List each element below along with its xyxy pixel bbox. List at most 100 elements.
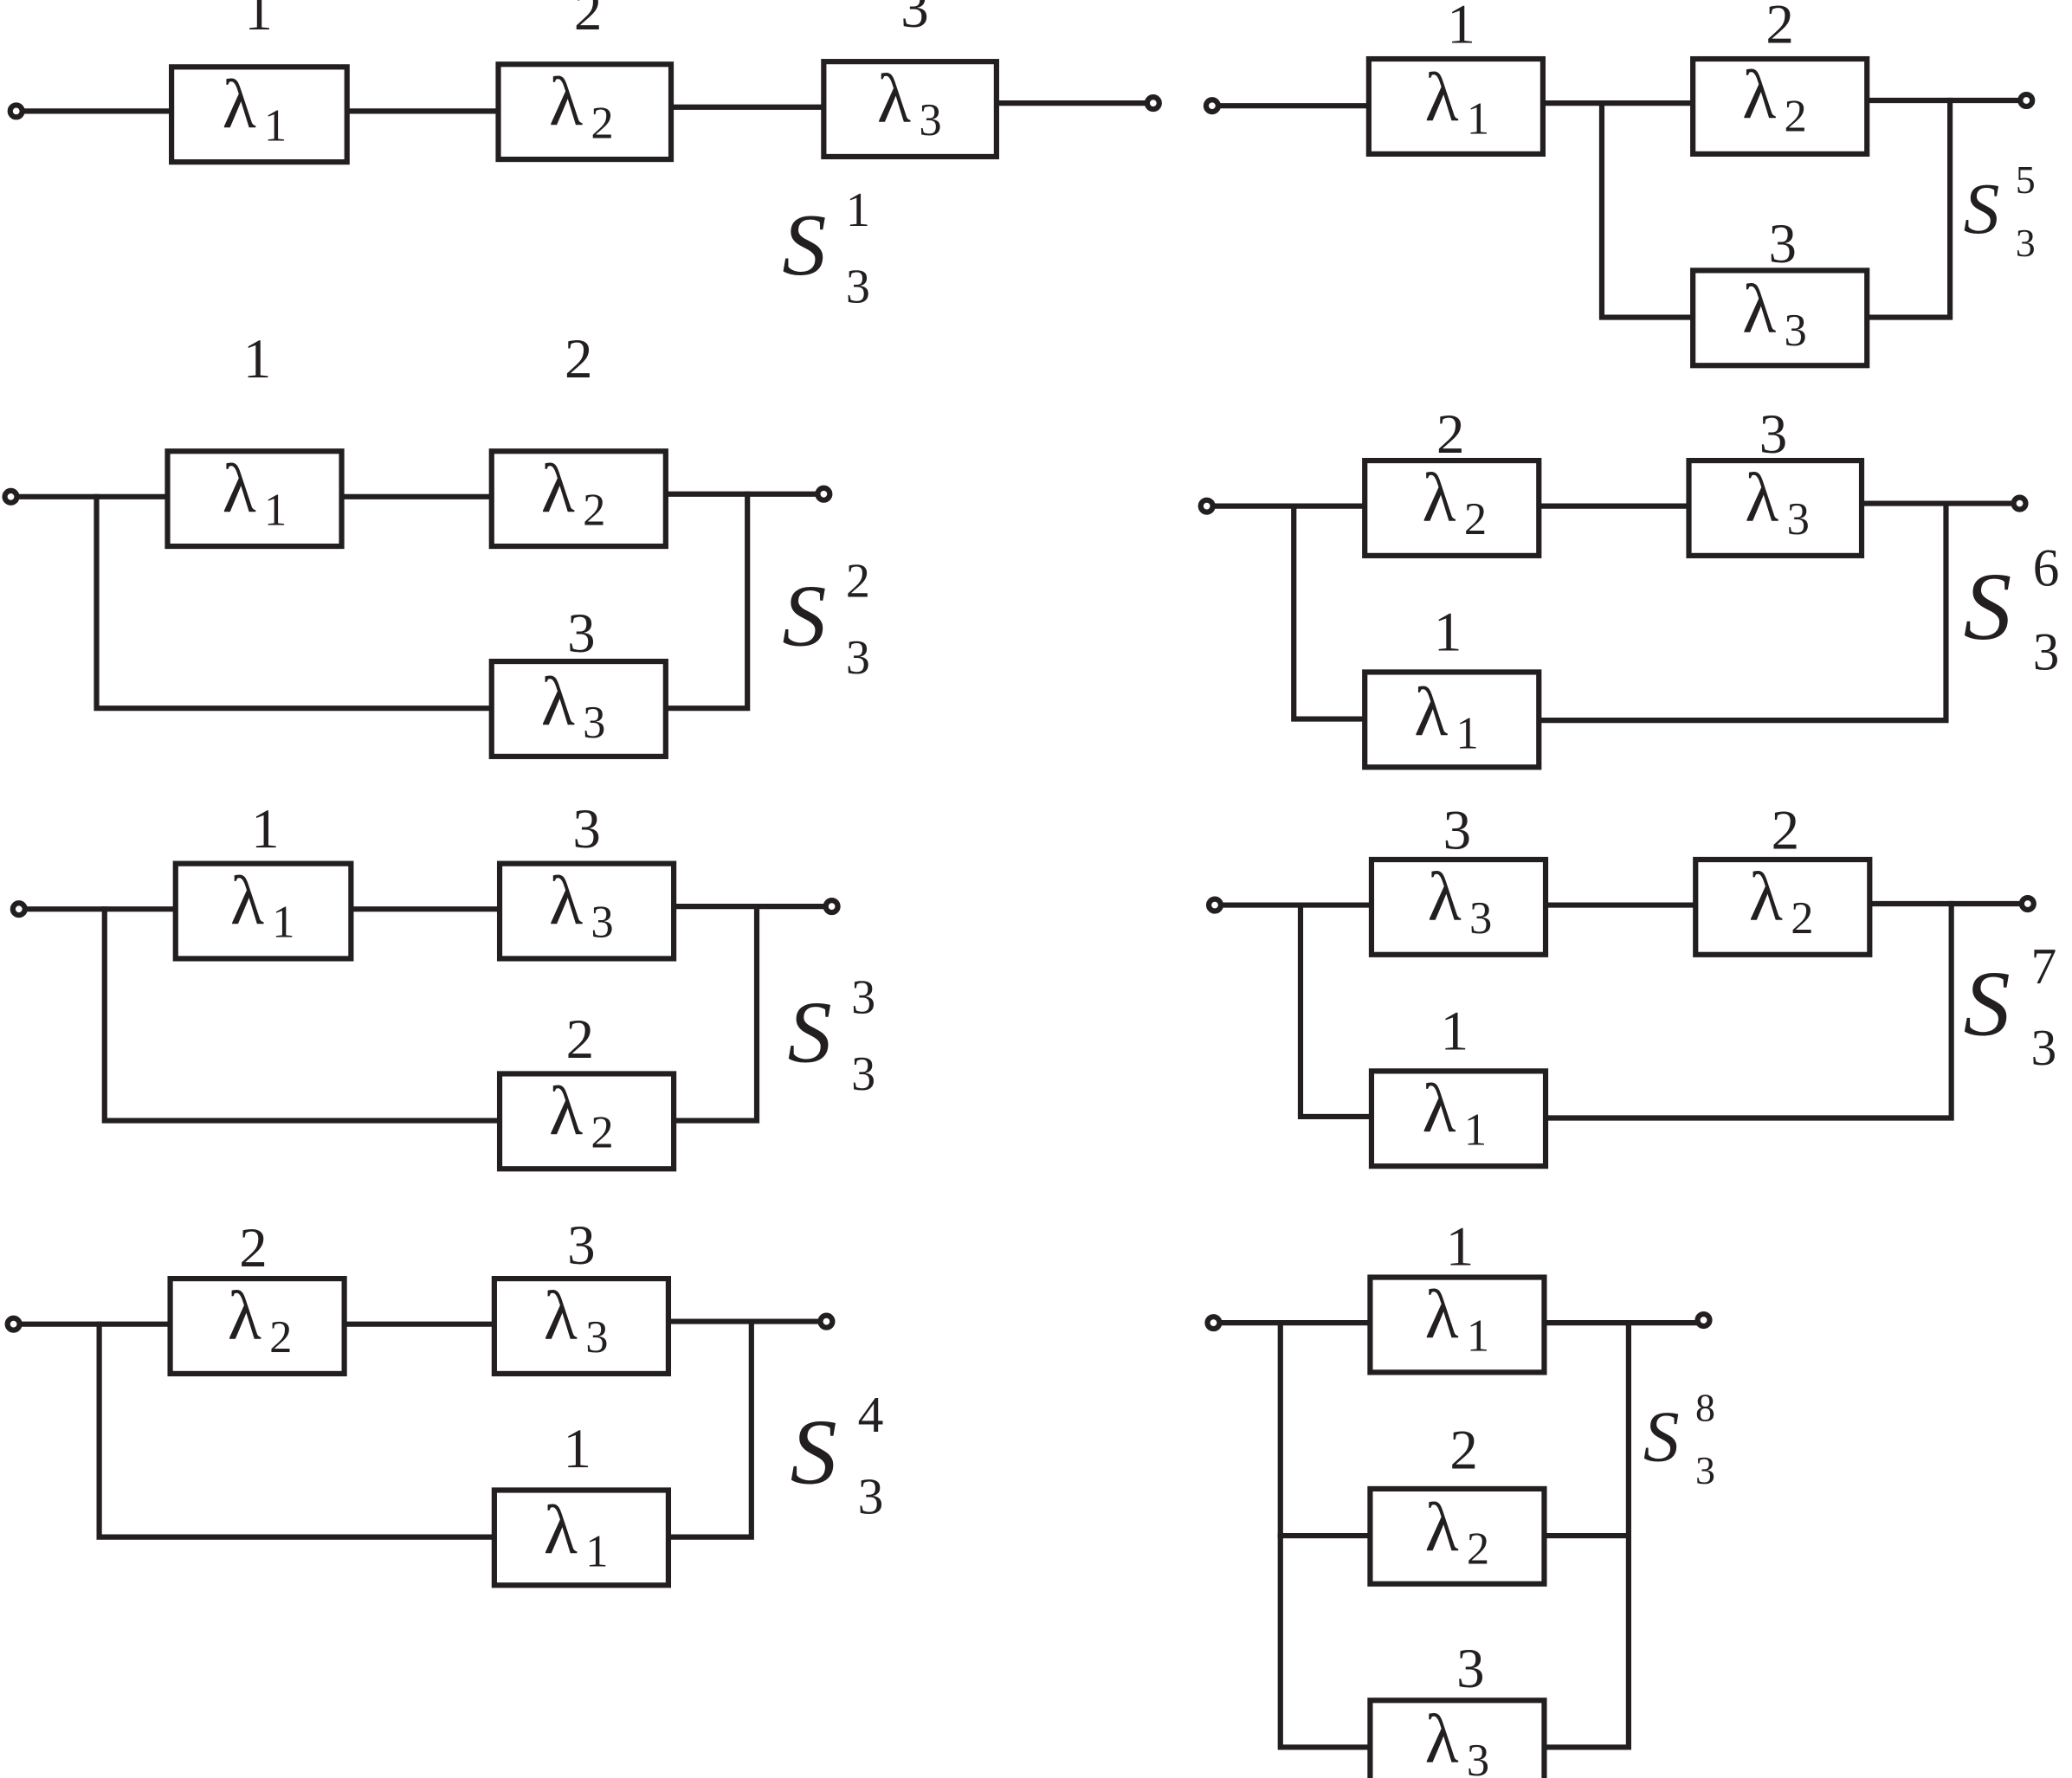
wire — [1536, 500, 1949, 724]
lambda-subscript: 1 — [1467, 1311, 1489, 1362]
terminal-node — [1694, 1311, 1713, 1330]
lambda-symbol: λ — [1428, 859, 1462, 936]
element-box — [1367, 1274, 1547, 1375]
element-number: 3 — [1759, 403, 1787, 466]
scheme-symbol: S — [782, 568, 826, 666]
element-number: 3 — [572, 798, 600, 860]
lambda-symbol: λ — [1425, 1276, 1459, 1353]
scheme-superscript: 2 — [846, 554, 870, 608]
element-number: 3 — [1456, 1638, 1484, 1700]
lambda-subscript: 3 — [1784, 306, 1806, 356]
element-box — [1365, 55, 1546, 157]
lambda-subscript: 3 — [1467, 1736, 1489, 1778]
wire — [94, 493, 494, 712]
scheme-symbol: S — [788, 984, 832, 1082]
element-box — [1368, 856, 1549, 957]
element-number: 2 — [574, 0, 602, 42]
terminal-node — [1204, 1314, 1223, 1332]
scheme-subscript: 3 — [2031, 1019, 2057, 1076]
lambda-symbol: λ — [541, 450, 575, 527]
lambda-subscript: 1 — [1456, 709, 1479, 759]
element-box — [165, 448, 345, 550]
terminal-node — [2018, 894, 2036, 913]
lambda-symbol: λ — [544, 1491, 578, 1569]
scheme-symbol: S — [791, 1401, 837, 1504]
lambda-subscript: 2 — [1791, 893, 1813, 944]
terminal-node — [1203, 97, 1221, 115]
wire — [1864, 97, 1953, 320]
terminal-node — [817, 1312, 836, 1330]
element-number: 2 — [1436, 403, 1464, 466]
terminal-node — [10, 900, 28, 918]
lambda-symbol: λ — [223, 66, 256, 143]
element-number: 2 — [1765, 0, 1793, 55]
element-box — [1693, 856, 1873, 957]
element-number: 2 — [1772, 800, 1799, 862]
terminal-node — [1205, 896, 1224, 914]
lambda-symbol: λ — [223, 450, 256, 527]
scheme-symbol: S — [1964, 953, 2011, 1056]
lambda-symbol: λ — [1425, 59, 1459, 136]
lambda-subscript: 3 — [583, 698, 605, 748]
element-number: 1 — [1441, 1001, 1468, 1063]
element-number: 3 — [1443, 800, 1471, 862]
element-number: 2 — [565, 328, 592, 390]
scheme-superscript: 7 — [2031, 937, 2057, 995]
wire — [662, 491, 751, 712]
lambda-subscript: 2 — [591, 98, 613, 148]
lambda-subscript: 1 — [1467, 94, 1489, 145]
scheme-symbol: S — [1964, 170, 2000, 249]
element-box — [172, 860, 354, 962]
lambda-symbol: λ — [1742, 56, 1776, 133]
lambda-symbol: λ — [228, 1278, 261, 1355]
terminal-node — [4, 1315, 23, 1333]
element-box — [495, 61, 675, 163]
lambda-subscript: 2 — [583, 485, 605, 535]
lambda-symbol: λ — [1414, 673, 1448, 750]
lambda-subscript: 1 — [264, 100, 287, 151]
element-box — [1362, 669, 1542, 770]
lambda-subscript: 3 — [591, 898, 613, 948]
element-number: 1 — [1434, 602, 1462, 664]
lambda-subscript: 3 — [1787, 494, 1810, 544]
scheme-subscript: 3 — [858, 1467, 884, 1524]
lambda-symbol: λ — [541, 663, 575, 740]
element-number: 3 — [567, 1214, 595, 1277]
element-box — [1686, 457, 1865, 558]
lambda-symbol: λ — [1425, 1489, 1459, 1566]
terminal-node — [2, 487, 20, 506]
element-box — [821, 59, 999, 160]
